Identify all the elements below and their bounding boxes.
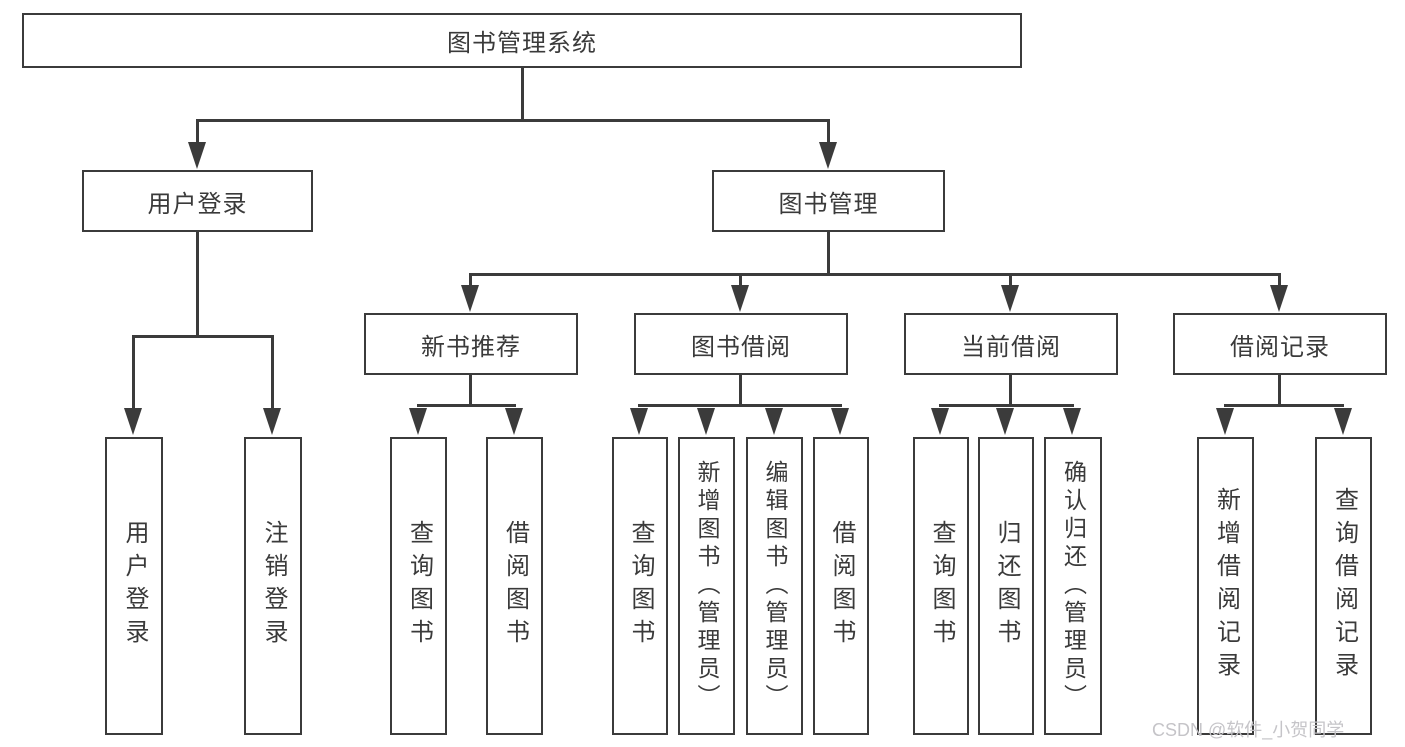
connector-line	[939, 404, 1074, 407]
leaf-query-borrow-record-label: 查询借阅记录	[1330, 487, 1358, 685]
node-new-book-recommendation-label: 新书推荐	[421, 333, 521, 361]
connector-line	[1224, 404, 1344, 407]
arrow-down-icon	[188, 142, 206, 169]
node-user-login: 用户登录	[82, 170, 313, 232]
leaf-borrow-books-recommend-label: 借阅图书	[501, 520, 529, 652]
arrow-down-icon	[931, 408, 949, 435]
leaf-add-borrow-record: 新增借阅记录	[1197, 437, 1254, 735]
node-book-management-label: 图书管理	[778, 190, 879, 218]
arrow-down-icon	[630, 408, 648, 435]
connector-line	[271, 335, 274, 411]
leaf-add-books-admin-label: 新增图书（管理员）	[694, 460, 720, 712]
arrow-down-icon	[819, 142, 837, 169]
arrow-down-icon	[408, 408, 427, 435]
leaf-add-borrow-record-label: 新增借阅记录	[1212, 487, 1240, 685]
connector-line	[739, 374, 742, 407]
arrow-down-icon	[1001, 285, 1019, 312]
connector-line	[827, 119, 830, 145]
node-borrowing-records-label: 借阅记录	[1230, 333, 1330, 361]
connector-line	[196, 119, 199, 145]
connector-line	[132, 335, 135, 411]
arrow-down-icon	[764, 408, 783, 435]
node-borrowing-records: 借阅记录	[1173, 313, 1387, 375]
arrow-down-icon	[1333, 408, 1352, 435]
arrow-down-icon	[731, 285, 749, 312]
connector-line	[1009, 374, 1012, 407]
node-new-book-recommendation: 新书推荐	[364, 313, 578, 375]
connector-line	[417, 404, 516, 407]
connector-line	[196, 231, 199, 337]
leaf-user-login: 用户登录	[105, 437, 163, 735]
connector-line	[1009, 273, 1012, 289]
connector-line	[1278, 273, 1281, 289]
leaf-query-books-current-label: 查询图书	[928, 520, 955, 652]
node-user-login-label: 用户登录	[147, 190, 248, 218]
leaf-logout-label: 注销登录	[260, 520, 287, 652]
node-book-management: 图书管理	[712, 170, 945, 232]
leaf-borrow-books-borrowing-label: 借阅图书	[828, 520, 855, 652]
leaf-return-books: 归还图书	[978, 437, 1034, 735]
node-current-borrowing: 当前借阅	[904, 313, 1118, 375]
connector-line	[196, 119, 830, 122]
leaf-confirm-return-admin: 确认归还（管理员）	[1044, 437, 1102, 735]
node-root-label: 图书管理系统	[447, 30, 597, 57]
connector-line	[827, 231, 830, 275]
arrow-down-icon	[696, 408, 715, 435]
leaf-edit-books-admin: 编辑图书（管理员）	[746, 437, 803, 735]
leaf-query-books-current: 查询图书	[913, 437, 969, 735]
arrow-down-icon	[996, 408, 1014, 435]
node-book-borrowing-label: 图书借阅	[691, 333, 791, 361]
connector-line	[638, 404, 842, 407]
leaf-return-books-label: 归还图书	[993, 520, 1020, 652]
node-current-borrowing-label: 当前借阅	[961, 333, 1061, 361]
arrow-down-icon	[1215, 408, 1234, 435]
connector-line	[132, 335, 274, 338]
node-root: 图书管理系统	[22, 13, 1022, 68]
leaf-query-borrow-record: 查询借阅记录	[1315, 437, 1372, 735]
arrow-down-icon	[831, 408, 849, 435]
leaf-query-books-borrowing: 查询图书	[612, 437, 668, 735]
connector-line	[520, 67, 524, 120]
leaf-add-books-admin: 新增图书（管理员）	[678, 437, 735, 735]
leaf-confirm-return-admin-label: 确认归还（管理员）	[1060, 460, 1087, 712]
leaf-edit-books-admin-label: 编辑图书（管理员）	[762, 460, 788, 712]
watermark: CSDN @软件_小贺同学	[1152, 720, 1345, 740]
leaf-borrow-books-borrowing: 借阅图书	[813, 437, 869, 735]
arrow-down-icon	[124, 408, 142, 435]
arrow-down-icon	[263, 408, 281, 435]
connector-line	[469, 273, 472, 289]
connector-line	[739, 273, 742, 289]
leaf-query-books-recommend-label: 查询图书	[405, 520, 433, 652]
leaf-user-login-label: 用户登录	[121, 520, 148, 652]
node-book-borrowing: 图书借阅	[634, 313, 848, 375]
arrow-down-icon	[504, 408, 523, 435]
connector-line	[1278, 374, 1281, 407]
arrow-down-icon	[1063, 408, 1081, 435]
leaf-borrow-books-recommend: 借阅图书	[486, 437, 543, 735]
arrow-down-icon	[461, 285, 479, 312]
leaf-query-books-borrowing-label: 查询图书	[627, 520, 654, 652]
leaf-query-books-recommend: 查询图书	[390, 437, 447, 735]
connector-line	[469, 374, 472, 407]
arrow-down-icon	[1270, 285, 1288, 312]
leaf-logout: 注销登录	[244, 437, 302, 735]
connector-line	[469, 273, 1281, 276]
